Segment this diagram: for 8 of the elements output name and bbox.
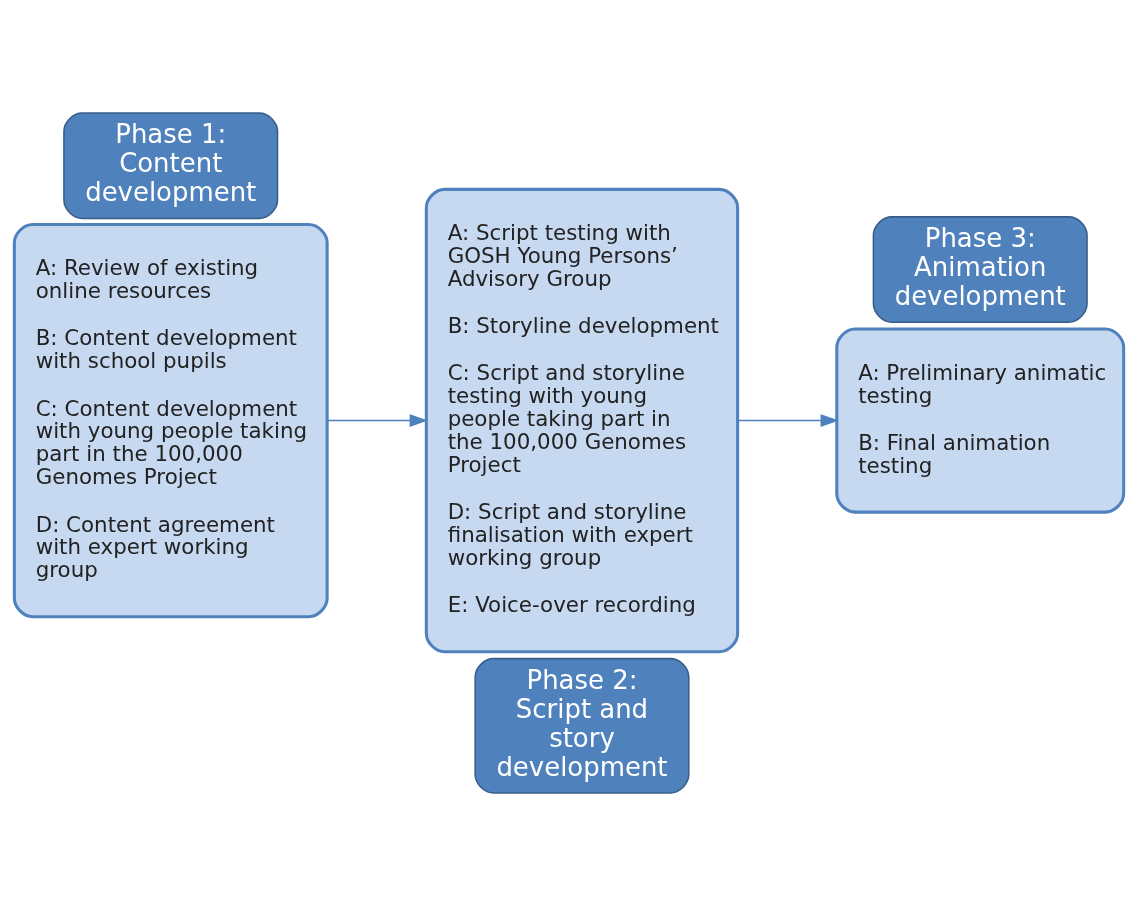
node-box: Phase 3: Animation development [872, 216, 1088, 323]
node-box: A: Script testing with GOSH Young Persons’ Advisory Group B: Storyline development C: Script and storyline testing with young people taking part in the 100,000 Genomes Project D: Script and storyline finalisation with expert working group E: Voice-over recording [424, 187, 740, 654]
arrow [737, 414, 839, 427]
node-box: A: Review of existing online resources B: Content development with school pupils C: Content development with young people taking part in the 100,000 Genomes Project D: Content agreement with expert working group [12, 222, 329, 619]
node-box: Phase 1: Content development [63, 112, 279, 220]
arrow [326, 414, 428, 427]
node-box: A: Preliminary animatic testing B: Final animation testing [835, 327, 1126, 514]
node-box: Phase 2: Script and story development [474, 657, 690, 794]
